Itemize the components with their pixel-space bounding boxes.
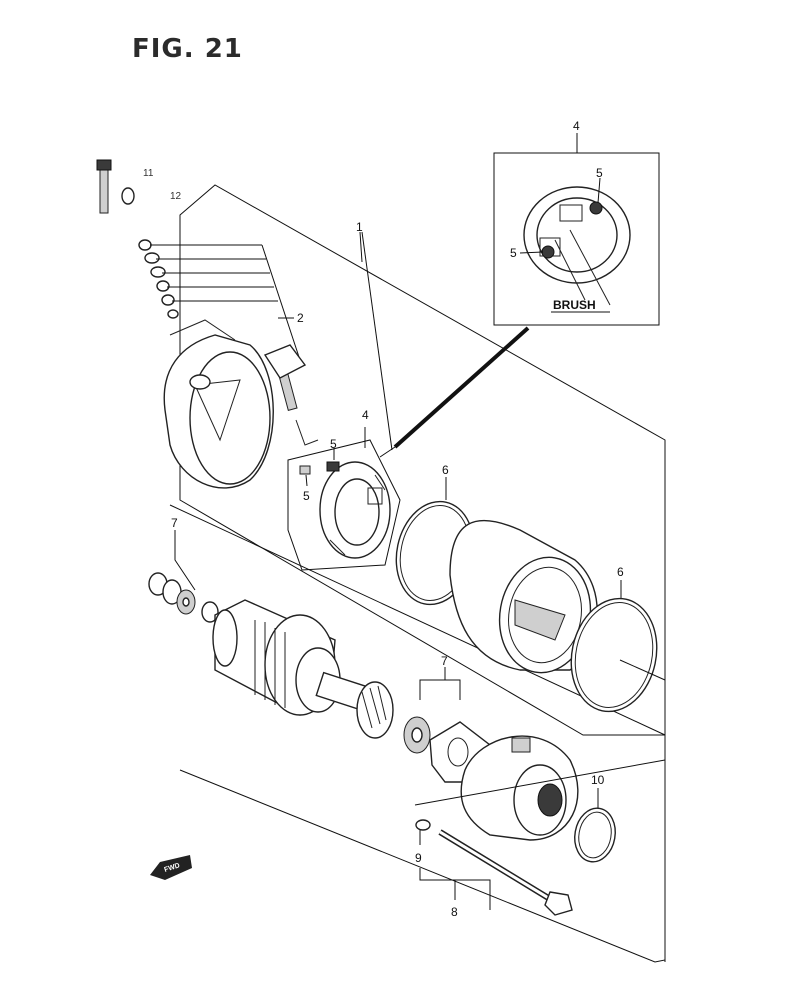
callout-12: 12 (170, 191, 182, 202)
callout-9: 9 (415, 851, 422, 865)
inset-brush-plate (523, 186, 631, 306)
leader-5-inset-b (519, 251, 544, 254)
callout-7-a: 7 (171, 516, 178, 530)
washer-leader-7a (174, 530, 196, 591)
brushes-5 (299, 461, 340, 475)
callout-8: 8 (451, 905, 458, 919)
leader-5-inset-a (597, 177, 601, 204)
washer-9 (415, 819, 431, 831)
bolt-8 (438, 829, 573, 916)
callout-5-inset-a: 5 (596, 166, 603, 180)
callout-4: 4 (362, 408, 369, 422)
washers-7a (148, 572, 219, 623)
bolt-11 (96, 159, 112, 214)
washer-12 (121, 187, 135, 205)
armature (212, 599, 394, 739)
brush-plate-boundary (287, 439, 401, 571)
callout-6-b: 6 (617, 565, 624, 579)
rear-housing (163, 319, 274, 489)
o-ring-stack (138, 239, 179, 319)
figure-title: FIG. 21 (132, 34, 243, 64)
assembly-boundary (179, 184, 666, 736)
callout-1: 1 (356, 220, 363, 234)
o-ring-10 (574, 807, 616, 863)
callout-5-inset-b: 5 (510, 246, 517, 260)
callout-7-b: 7 (441, 654, 448, 668)
callout-5-a: 5 (330, 437, 337, 451)
brush-plate (319, 461, 391, 559)
yoke (449, 519, 598, 674)
callout-4-inset: 4 (573, 119, 580, 133)
fwd-label: FWD (163, 862, 180, 874)
callout-10: 10 (591, 773, 605, 787)
o-ring-6b (570, 597, 658, 713)
callout-5-b: 5 (303, 489, 310, 503)
inset-connector (393, 326, 530, 449)
terminal-bolt (263, 344, 319, 446)
fwd-arrow-icon (150, 855, 192, 880)
front-housing (460, 735, 579, 841)
callout-11: 11 (143, 168, 154, 179)
brush-label: BRUSH (553, 298, 596, 312)
callout-6-a: 6 (442, 463, 449, 477)
leaders-2 (150, 244, 301, 361)
washer-leader-7b (419, 679, 461, 700)
callout-2: 2 (297, 311, 304, 325)
